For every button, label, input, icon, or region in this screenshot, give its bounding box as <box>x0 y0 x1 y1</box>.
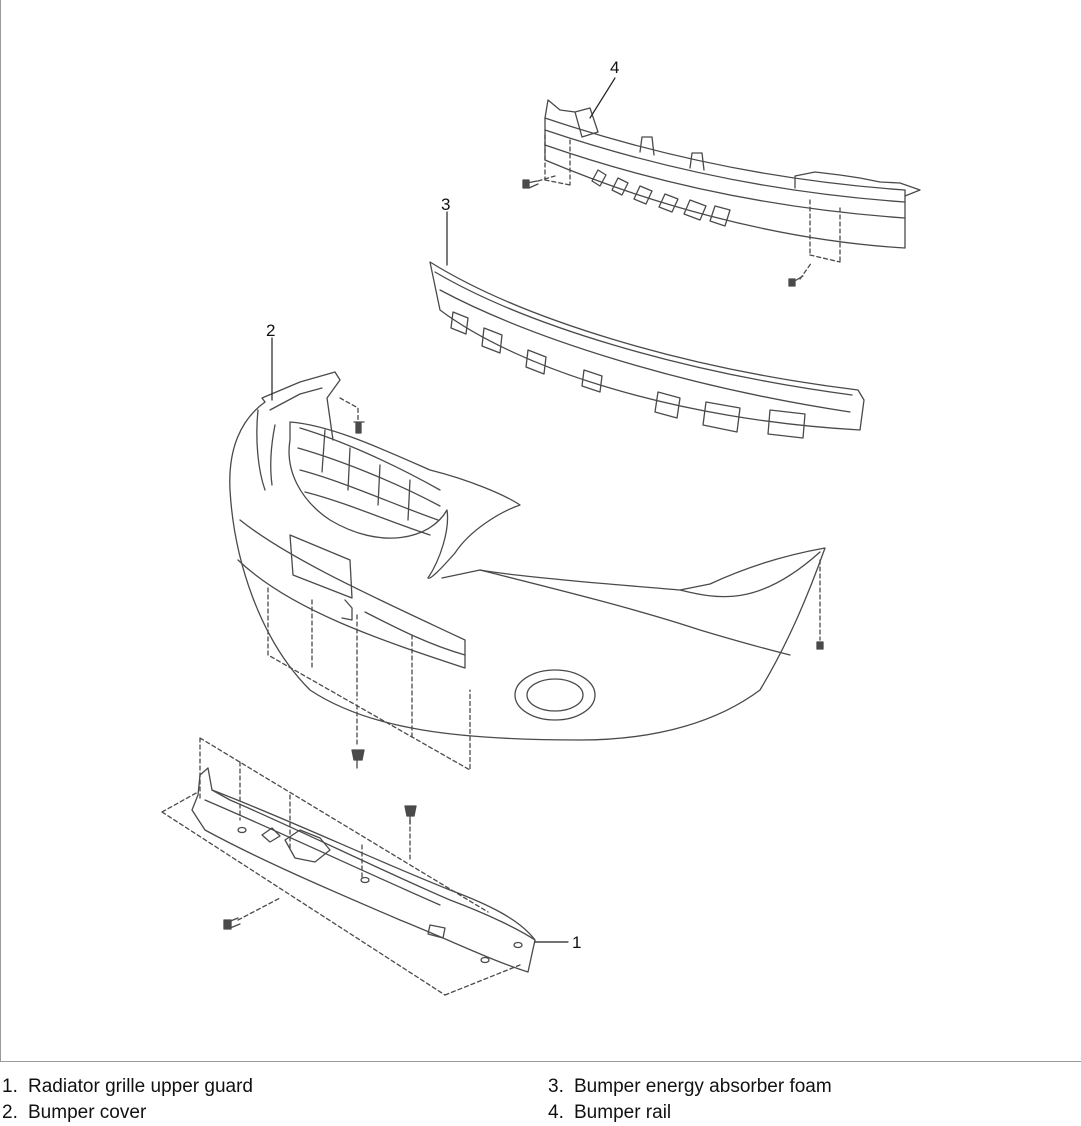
legend-number: 1. <box>2 1076 18 1097</box>
leader-line-4 <box>589 77 616 119</box>
exploded-diagram: 4 3 2 1 <box>161 58 921 996</box>
legend-item: 2. Bumper cover <box>2 1100 146 1126</box>
radiator-grille-upper-guard <box>161 737 536 996</box>
leader-lines <box>271 77 616 943</box>
diagram-frame <box>0 0 1081 1062</box>
parts-legend: 1. Radiator grille upper guard 2. Bumper c… <box>0 1072 1081 1125</box>
legend-item: 3. Bumper energy absorber foam <box>548 1074 832 1100</box>
bolt-icon <box>522 179 539 189</box>
screw-icon <box>223 917 241 930</box>
legend-label: Bumper cover <box>28 1102 147 1123</box>
screw-icon <box>404 805 417 825</box>
bolt-icon <box>788 275 804 287</box>
clip-icon <box>816 641 824 650</box>
callout-4: 4 <box>610 58 619 77</box>
screw-icon <box>351 749 365 769</box>
legend-item: 4. Bumper rail <box>548 1100 671 1126</box>
legend-label: Bumper energy absorber foam <box>574 1076 832 1097</box>
callout-1: 1 <box>572 933 581 952</box>
callout-3: 3 <box>441 195 450 214</box>
legend-label: Bumper rail <box>574 1102 672 1123</box>
legend-item: 1. Radiator grille upper guard <box>2 1074 253 1100</box>
legend-number: 4. <box>548 1102 564 1123</box>
bumper-rail <box>522 99 921 287</box>
legend-label: Radiator grille upper guard <box>28 1076 253 1097</box>
bumper-cover <box>229 371 826 771</box>
callout-2: 2 <box>266 321 275 340</box>
legend-number: 2. <box>2 1102 18 1123</box>
energy-absorber-foam <box>429 261 865 439</box>
clip-icon <box>353 421 365 434</box>
legend-number: 3. <box>548 1076 564 1097</box>
